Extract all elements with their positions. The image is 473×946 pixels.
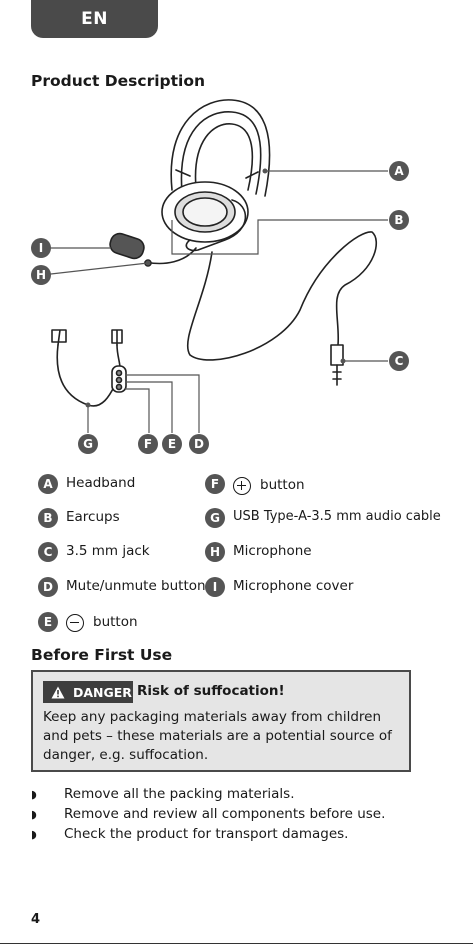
- language-tab: EN: [31, 0, 158, 38]
- list-item-text: Remove and review all components before …: [64, 806, 386, 822]
- callout-f: F: [138, 434, 158, 454]
- legend-badge-b: B: [38, 508, 58, 528]
- legend-badge-d: D: [38, 577, 58, 597]
- legend-label-jack: 3.5 mm jack: [66, 543, 150, 559]
- page-number: 4: [31, 912, 41, 927]
- section-heading-before-first-use: Before First Use: [31, 646, 173, 664]
- legend-badge-a: A: [38, 474, 58, 494]
- legend-label-usb-cable: USB Type-A-3.5 mm audio cable: [233, 509, 441, 524]
- headset-illustration: [41, 99, 388, 433]
- section-heading-product-description: Product Description: [31, 72, 206, 90]
- legend-label-plus-button: button: [260, 477, 305, 493]
- headset-cable: [186, 231, 377, 361]
- bullet-icon: ◗: [31, 807, 37, 821]
- headband-shape: [170, 99, 271, 197]
- minus-circle-icon: [66, 614, 84, 632]
- danger-text: Keep any packaging materials away from c…: [43, 709, 392, 763]
- callout-h: H: [31, 265, 51, 285]
- list-item: ◗ Remove all the packing materials.: [31, 786, 295, 802]
- danger-title: Risk of suffocation!: [137, 683, 285, 699]
- danger-tag: DANGER: [43, 681, 133, 703]
- legend-label-earcups: Earcups: [66, 509, 120, 525]
- legend-badge-i: I: [205, 577, 225, 597]
- microphone-boom: [144, 247, 197, 265]
- callout-d: D: [189, 434, 209, 454]
- legend-badge-f: F: [205, 474, 225, 494]
- legend-label-mic-cover: Microphone cover: [233, 578, 354, 594]
- bullet-icon: ◗: [31, 787, 37, 801]
- callout-b: B: [389, 210, 409, 230]
- danger-notice: DANGER Risk of suffocation! Keep any pac…: [31, 670, 411, 772]
- legend-badge-g: G: [205, 508, 225, 528]
- danger-tag-label: DANGER: [73, 684, 132, 700]
- microphone-cover-shape: [109, 232, 145, 260]
- legend-label-microphone: Microphone: [233, 543, 312, 559]
- legend-label-mute: Mute/unmute button: [66, 578, 206, 594]
- legend-label-headband: Headband: [66, 475, 136, 491]
- callout-i: I: [31, 238, 51, 258]
- callout-g: G: [78, 434, 98, 454]
- callout-e: E: [162, 434, 182, 454]
- legend-badge-c: C: [38, 542, 58, 562]
- legend-badge-h: H: [205, 542, 225, 562]
- warning-triangle-icon: [51, 686, 65, 698]
- bullet-icon: ◗: [31, 827, 37, 841]
- plus-circle-icon: [233, 477, 251, 495]
- list-item: ◗ Remove and review all components befor…: [31, 806, 385, 822]
- callout-c: C: [389, 351, 409, 371]
- callout-a: A: [389, 161, 409, 181]
- list-item: ◗ Check the product for transport damage…: [31, 826, 348, 842]
- list-item-text: Remove all the packing materials.: [64, 786, 295, 802]
- legend-label-minus-button: button: [93, 614, 138, 630]
- legend-badge-e: E: [38, 612, 58, 632]
- list-item-text: Check the product for transport damages.: [64, 826, 349, 842]
- footer-rule: [0, 943, 473, 944]
